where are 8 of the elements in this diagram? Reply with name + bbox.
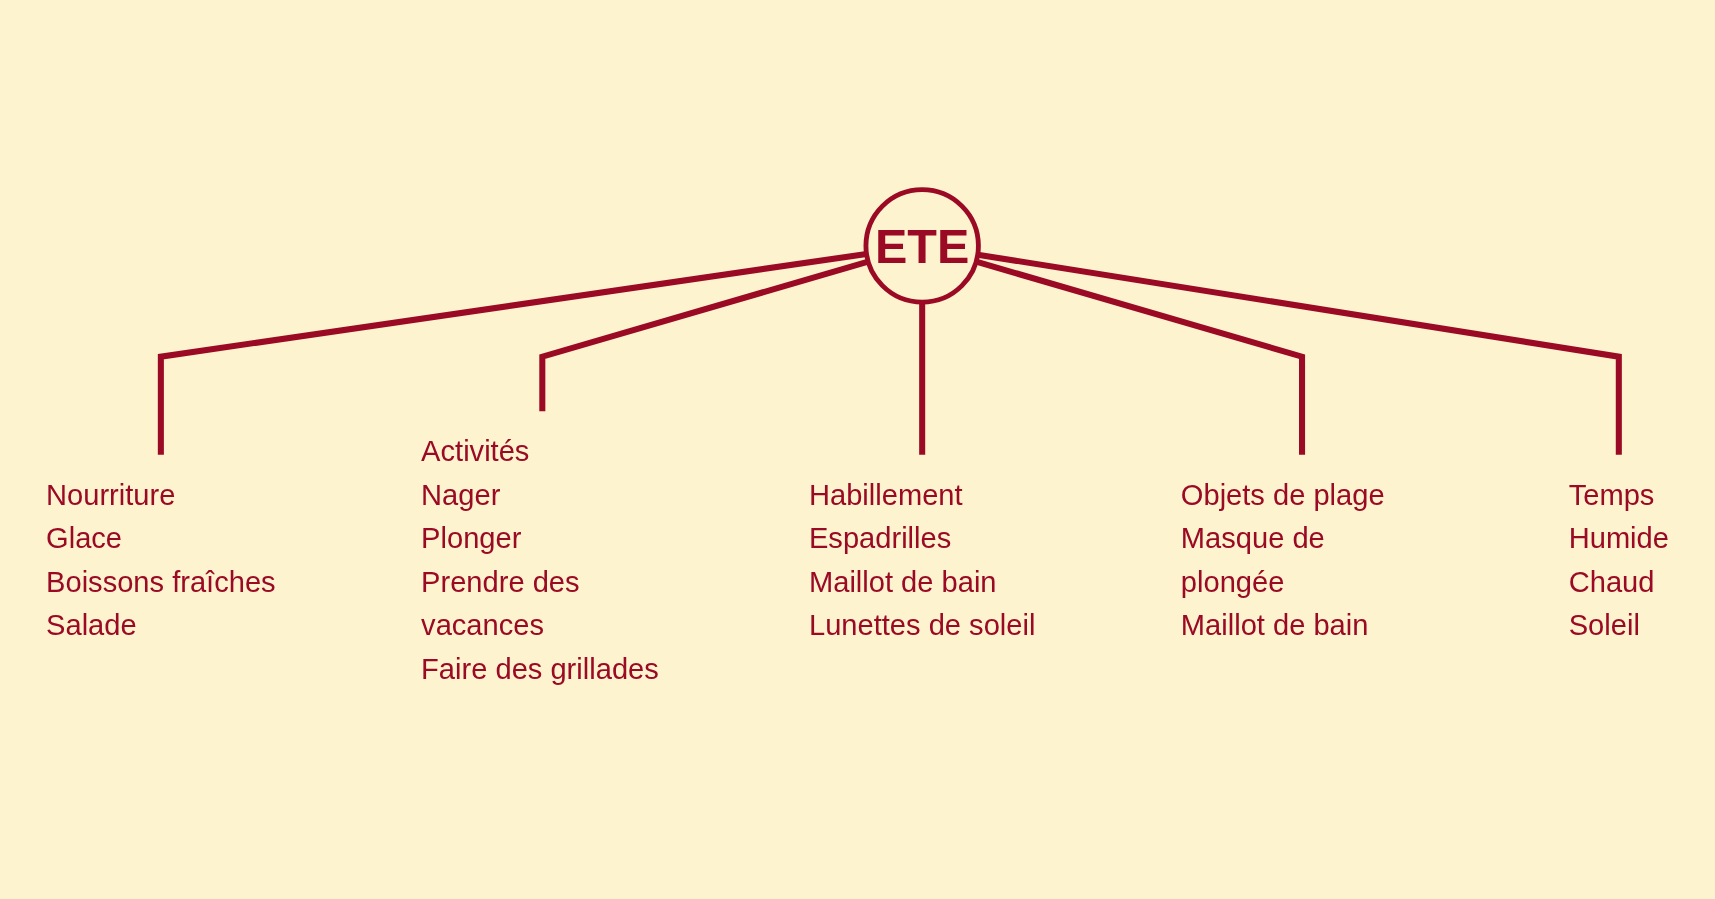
node-text: Nourriture Glace Boissons fraîches Salade: [46, 477, 276, 642]
node-text: Objets de plage Masque de plongée Maillot de bain: [1180, 477, 1385, 642]
node-text: Activités Nager Plonger Prendre des vacances Faire des grillades: [421, 434, 659, 686]
node-text: Temps Humide Chaud Soleil: [1568, 477, 1669, 642]
connector: [977, 251, 1622, 455]
node-circle: ETE: [863, 187, 981, 305]
connector: [919, 302, 926, 455]
node-text: Habillement Espadrilles Maillot de bain Lunettes de soleil: [808, 477, 1036, 642]
